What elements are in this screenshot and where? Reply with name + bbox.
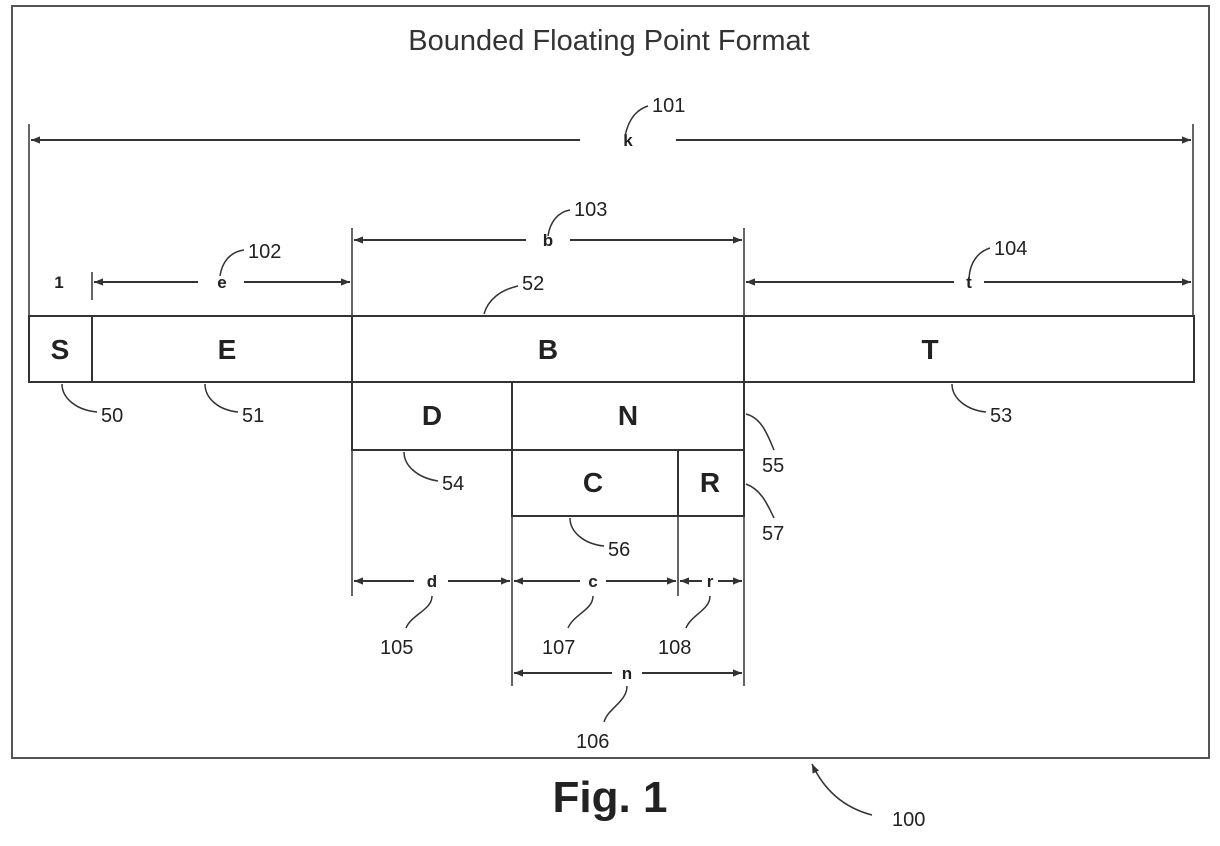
ref-105: 105 — [380, 637, 413, 659]
field-box-d — [351, 381, 513, 451]
dimension-n: n — [514, 664, 742, 683]
field-label-e: E — [218, 334, 237, 365]
diagram-title: Bounded Floating Point Format — [408, 25, 809, 57]
ref-108: 108 — [658, 637, 691, 659]
ref-107: 107 — [542, 637, 575, 659]
field-label-n: N — [618, 400, 638, 431]
dimension-t: t — [746, 273, 1191, 292]
ref-50: 50 — [101, 405, 123, 427]
field-label-s: S — [51, 334, 70, 365]
ref-57: 57 — [762, 523, 784, 545]
field-label-d: D — [422, 400, 442, 431]
dimension-r: r — [680, 572, 742, 591]
dimension-e-label: e — [217, 273, 226, 292]
ref-103: 103 — [574, 199, 607, 221]
ref-52: 52 — [522, 273, 544, 295]
dimension-one-label: 1 — [54, 273, 63, 292]
field-box-t — [743, 315, 1195, 383]
dimension-t-label: t — [966, 273, 972, 292]
ref-53: 53 — [990, 405, 1012, 427]
ref-106: 106 — [576, 731, 609, 753]
dimension-n-label: n — [622, 664, 632, 683]
dimension-k: k — [31, 131, 1191, 150]
main-field-row: S E B T — [28, 315, 1195, 383]
dimension-d: d — [354, 572, 510, 591]
dimension-b-label: b — [543, 231, 553, 250]
dimension-e: e — [94, 273, 350, 292]
n-subfield-row: C R — [511, 449, 745, 517]
ref-100: 100 — [892, 809, 925, 831]
b-subfield-row: D N — [351, 381, 745, 451]
ref-51: 51 — [242, 405, 264, 427]
dimension-c-label: c — [588, 572, 597, 591]
ref-101: 101 — [652, 95, 685, 117]
dimension-d-label: d — [427, 572, 437, 591]
leader-lines — [61, 105, 991, 816]
field-box-r — [677, 449, 745, 517]
ref-104: 104 — [994, 238, 1027, 260]
field-box-c — [511, 449, 679, 517]
figure-frame — [11, 5, 1210, 759]
extension-lines — [28, 124, 1194, 686]
field-box-e — [91, 315, 353, 383]
field-box-b — [351, 315, 745, 383]
field-label-r: R — [700, 467, 720, 498]
dimension-c: c — [514, 572, 676, 591]
dimension-k-label: k — [623, 131, 633, 150]
ref-54: 54 — [442, 473, 464, 495]
ref-55: 55 — [762, 455, 784, 477]
field-label-c: C — [583, 467, 603, 498]
field-label-b: B — [538, 334, 558, 365]
ref-56: 56 — [608, 539, 630, 561]
dimension-b: b — [354, 231, 742, 250]
reference-numerals: 101 102 103 104 52 50 51 53 54 55 56 57 … — [101, 95, 1027, 831]
dimension-r-label: r — [707, 572, 714, 591]
ref-102: 102 — [248, 241, 281, 263]
figure-label: Fig. 1 — [553, 773, 668, 822]
field-label-t: T — [921, 334, 938, 365]
